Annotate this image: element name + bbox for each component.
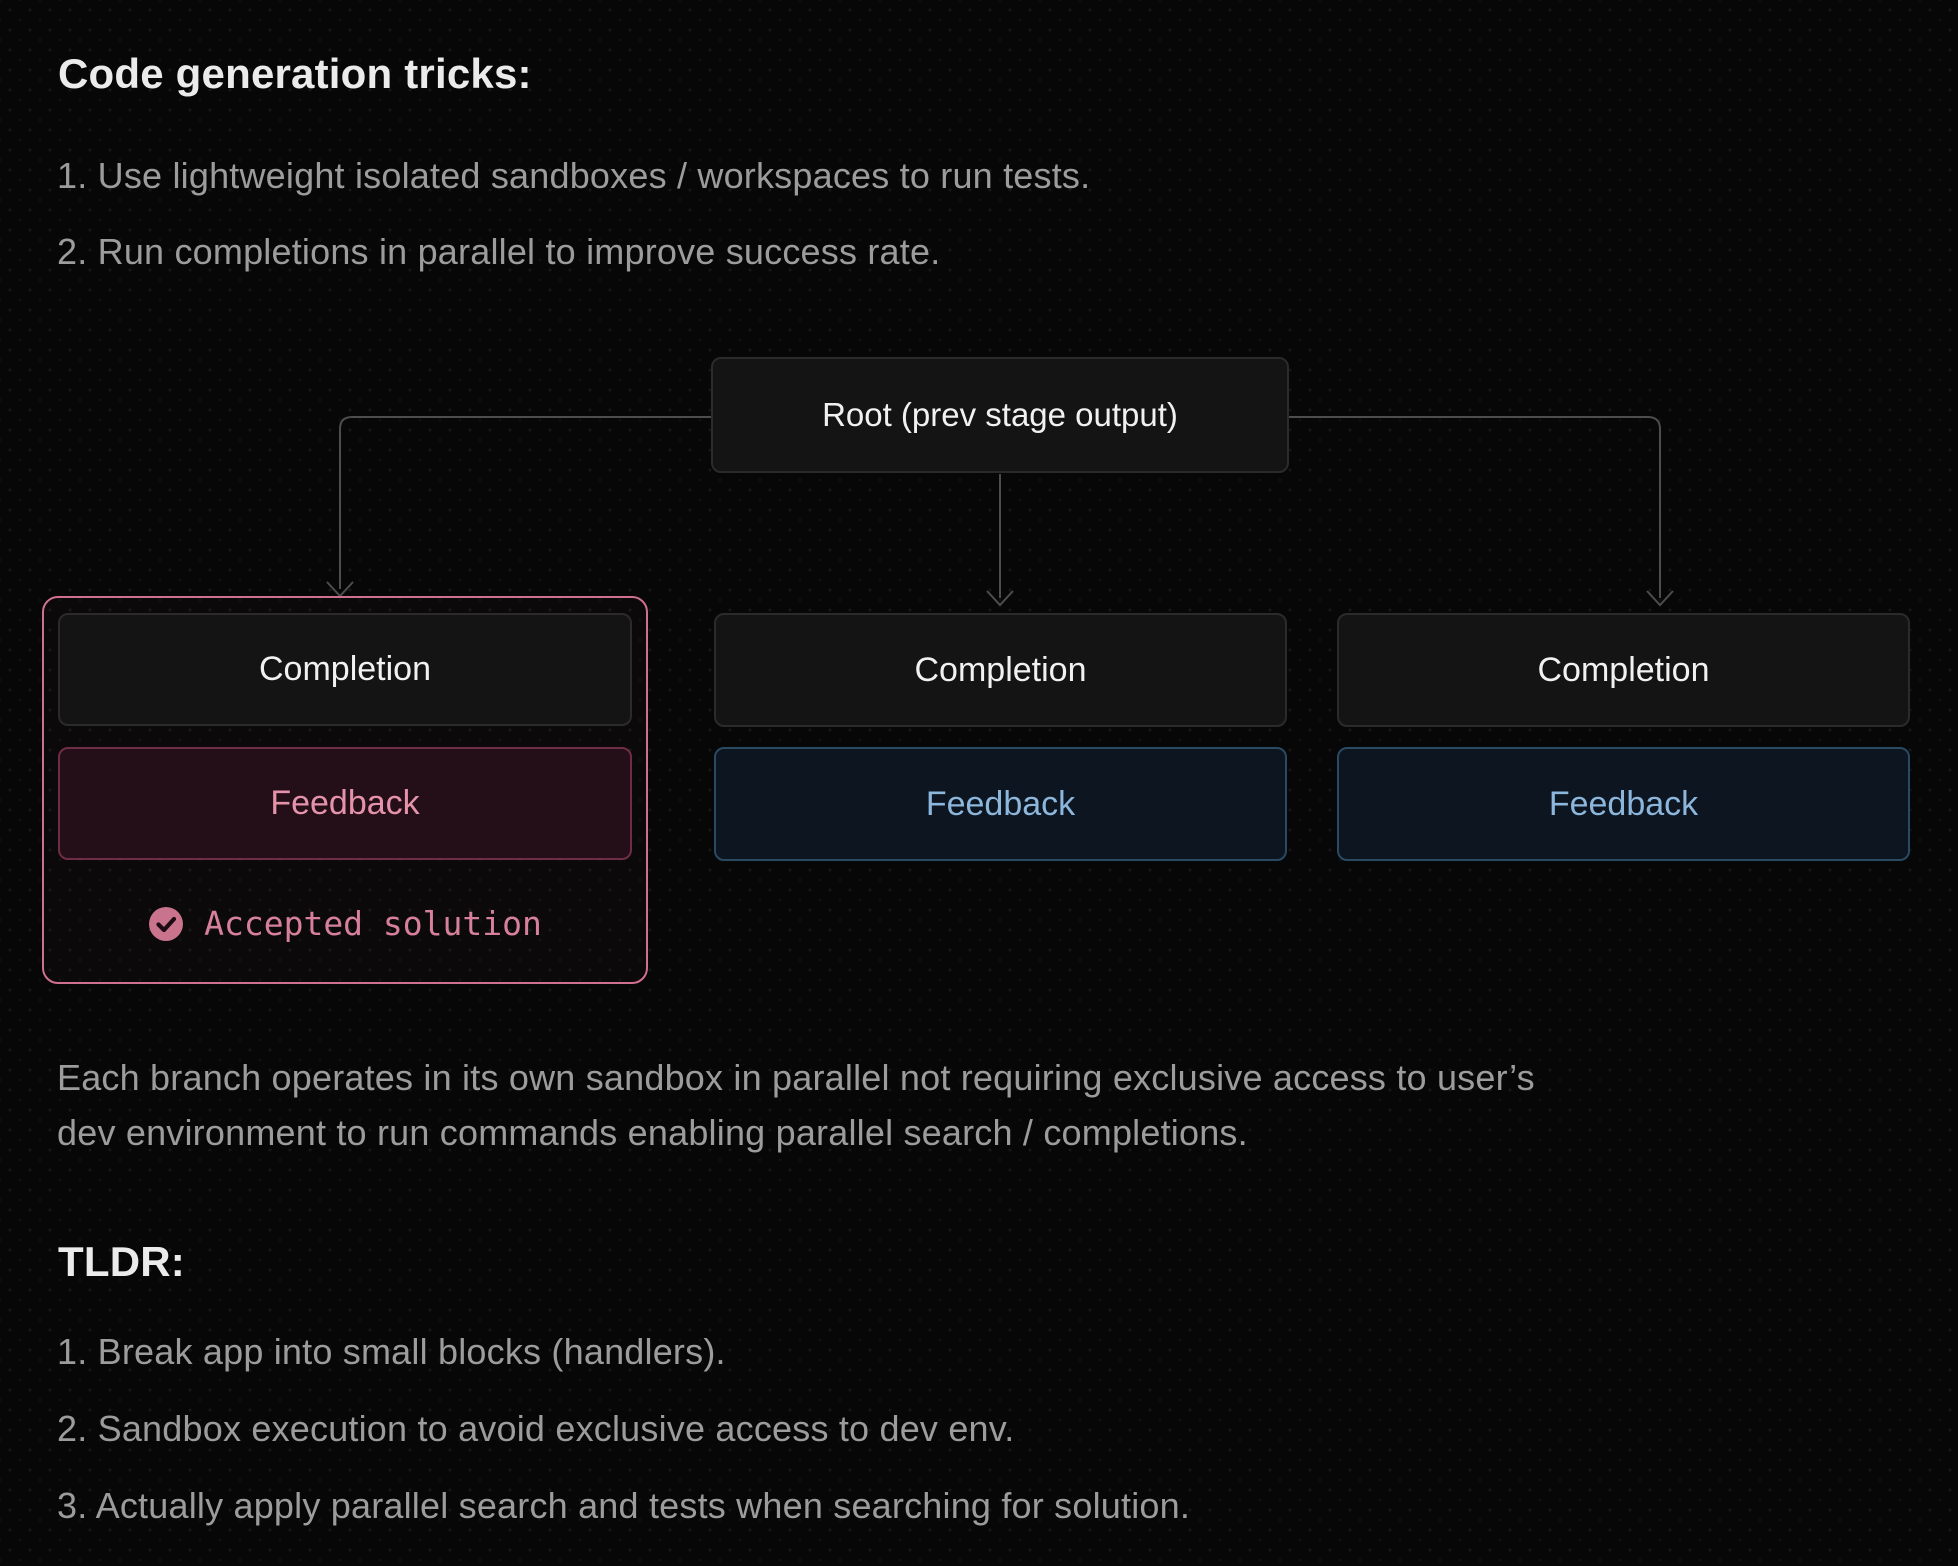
summary-paragraph: Each branch operates in its own sandbox … — [57, 1057, 1535, 1153]
root-node-label: Root (prev stage output) — [822, 396, 1178, 433]
intro-item-1: 1. Use lightweight isolated sandboxes / … — [57, 155, 1091, 196]
completion-node-label: Completion — [914, 650, 1087, 689]
feedback-node-label: Feedback — [270, 784, 420, 822]
tldr-item-1: 1. Break app into small blocks (handlers… — [57, 1331, 726, 1372]
tldr-item-2: 2. Sandbox execution to avoid exclusive … — [57, 1408, 1015, 1449]
completion-node-label: Completion — [259, 650, 431, 688]
intro-title: Code generation tricks: — [58, 50, 532, 97]
intro-item-2: 2. Run completions in parallel to improv… — [57, 231, 941, 272]
feedback-node-label: Feedback — [1548, 784, 1699, 823]
root-node: Root (prev stage output) — [711, 357, 1289, 473]
feedback-node: Feedback — [714, 747, 1287, 861]
arrow-down-icon — [986, 590, 1014, 607]
completion-node-label: Completion — [1537, 650, 1710, 689]
tldr-item-3: 3. Actually apply parallel search and te… — [57, 1485, 1191, 1526]
connector-left — [339, 416, 711, 589]
tldr-title: TLDR: — [58, 1238, 185, 1285]
feedback-node: Feedback — [1337, 747, 1910, 861]
accepted-branch-container: Completion Feedback Accepted solution — [42, 596, 648, 984]
check-circle-icon — [149, 906, 184, 941]
accepted-solution-badge: Accepted solution — [44, 904, 646, 943]
arrow-down-icon — [326, 581, 354, 598]
arrow-down-icon — [1646, 590, 1674, 607]
feedback-node: Feedback — [58, 747, 632, 860]
connector-right — [1289, 416, 1661, 598]
completion-node: Completion — [714, 613, 1287, 727]
accepted-solution-label: Accepted solution — [204, 904, 542, 943]
completion-node: Completion — [58, 613, 632, 726]
completion-node: Completion — [1337, 613, 1910, 727]
feedback-node-label: Feedback — [925, 784, 1076, 823]
